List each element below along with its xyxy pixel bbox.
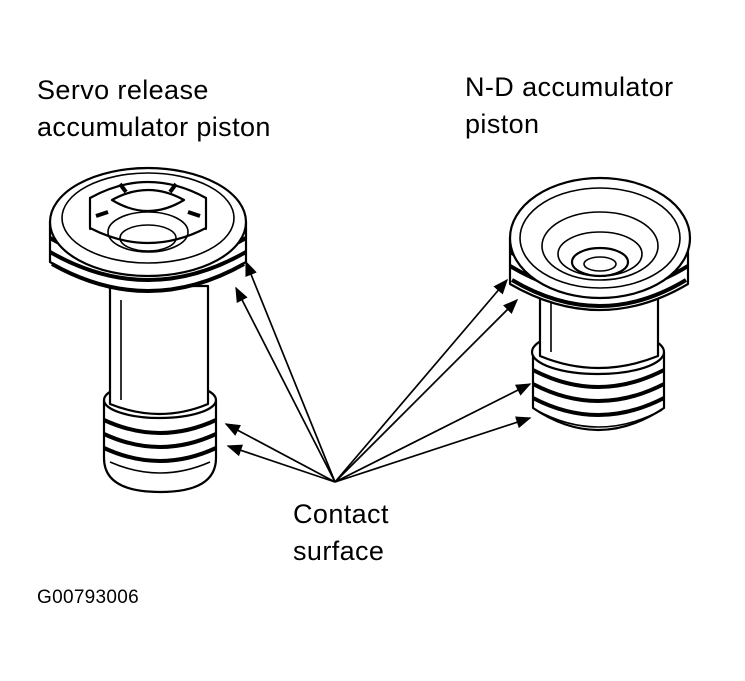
arrow-servo-upper-ring-b [235, 286, 336, 483]
servo-stem [108, 284, 210, 416]
figure-id: G00793006 [37, 587, 140, 608]
arrow-nd-lower-ring-a [334, 383, 532, 483]
servo-release-label: Servo release accumulator piston [37, 72, 271, 146]
nd-accumulator-label-line2: piston [465, 109, 540, 139]
servo-release-label-line1: Servo release [37, 75, 209, 105]
arrow-servo-upper-ring-a [245, 260, 336, 483]
servo-head [48, 166, 248, 293]
nd-head [508, 176, 692, 311]
contact-surface-label-line2: surface [293, 536, 385, 566]
nd-accumulator-label-line1: N-D accumulator [465, 72, 674, 102]
servo-release-piston [48, 166, 248, 494]
arrow-nd-upper-ring-a [334, 278, 508, 483]
arrow-nd-upper-ring-b [334, 298, 519, 483]
arrow-nd-lower-ring-b [334, 416, 532, 483]
contact-surface-arrows [224, 260, 532, 483]
nd-accumulator-piston [508, 176, 692, 431]
nd-stem [538, 288, 660, 370]
contact-surface-label: Contact surface [293, 496, 389, 570]
servo-release-label-line2: accumulator piston [37, 112, 271, 142]
nd-accumulator-label: N-D accumulator piston [465, 69, 674, 143]
arrow-servo-lower-ring-a [224, 423, 336, 483]
contact-surface-label-line1: Contact [293, 499, 389, 529]
arrow-servo-lower-ring-b [226, 444, 336, 483]
